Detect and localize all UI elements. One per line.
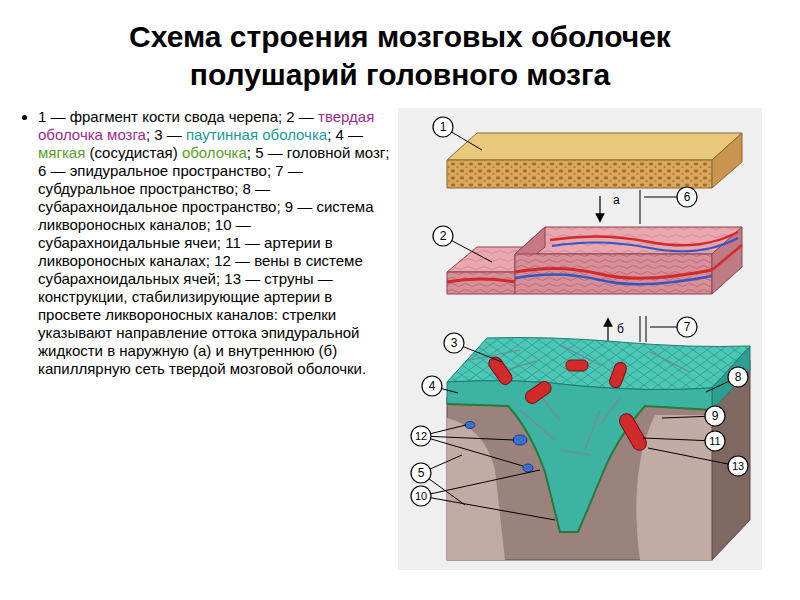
callout-number: 2 <box>433 226 453 246</box>
skull-bone <box>447 133 742 188</box>
callout-number: 1 <box>433 117 453 137</box>
arachnoid-layer <box>447 338 750 533</box>
callout-number: 7 <box>677 317 697 337</box>
arrow-letter: а <box>612 193 621 207</box>
leader-lines <box>421 127 738 520</box>
legend-text: ; 4 — <box>327 126 363 143</box>
legend-text: ; 3 — <box>146 126 182 143</box>
callout-number: 10 <box>411 486 431 506</box>
callout-number: 4 <box>422 376 442 396</box>
legend-text: (сосудистая) <box>89 144 177 161</box>
callout-number: 11 <box>705 431 725 451</box>
illustration-panel <box>398 108 762 570</box>
callout-number: 3 <box>444 333 464 353</box>
flow-arrow <box>599 196 600 218</box>
space-marker <box>640 316 641 342</box>
vessels <box>465 355 649 472</box>
callout-number: 9 <box>705 406 725 426</box>
callout-number: 12 <box>411 426 431 446</box>
arrow-letter: б <box>616 322 625 336</box>
brain-block <box>447 360 750 560</box>
dura-mater <box>447 227 742 294</box>
legend-text: ; 5 — головной мозг; 6 — эпидуральное пр… <box>38 144 389 377</box>
legend-text: мягкая <box>38 144 85 161</box>
callout-number: 5 <box>411 463 431 483</box>
legend-text: паутинная оболочка <box>186 126 327 143</box>
callout-number: 8 <box>728 367 748 387</box>
space-marker <box>646 316 647 342</box>
callout-circles <box>411 117 748 506</box>
space-marker <box>640 190 641 224</box>
legend-text: 1 — фрагмент кости свода черепа; 2 — <box>38 108 314 125</box>
callout-number: 13 <box>728 456 748 476</box>
legend-list: 1 — фрагмент кости свода черепа; 2 — тве… <box>0 108 390 378</box>
slide-title: Схема строения мозговых оболочек полушар… <box>90 18 710 94</box>
callout-number: 6 <box>677 187 697 207</box>
legend-item: 1 — фрагмент кости свода черепа; 2 — тве… <box>38 108 390 378</box>
legend-text: оболочка <box>182 144 247 161</box>
